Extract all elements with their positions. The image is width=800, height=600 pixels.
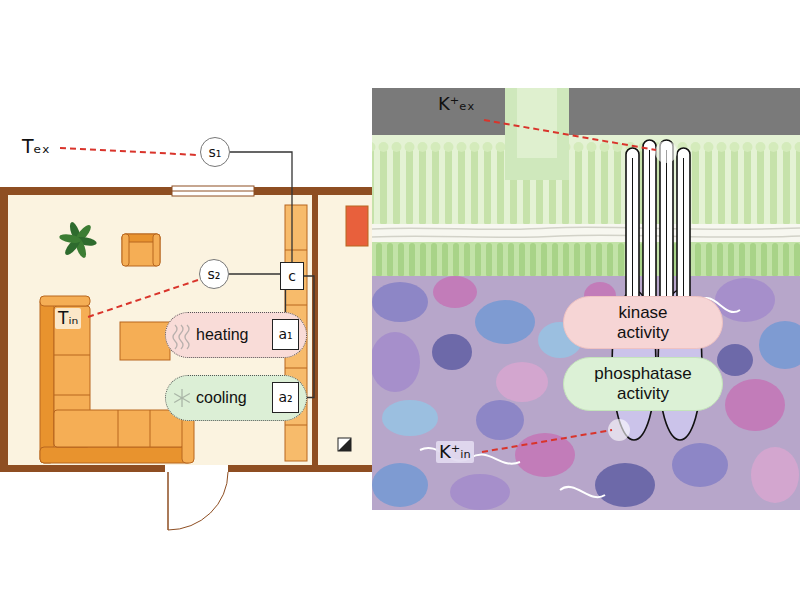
leader-lines (60, 120, 656, 452)
node-text: cooling (196, 389, 247, 407)
actuator-pill: cooling a₂ (165, 375, 307, 421)
signal-wire (229, 273, 280, 274)
node-text: c (288, 268, 296, 284)
ion-label: K⁺ᵢₙ (436, 441, 474, 463)
node-text: s₁ (209, 144, 222, 160)
inner-leaflet-proteins (372, 242, 800, 278)
window (172, 191, 254, 192)
wall (312, 195, 318, 465)
wall (228, 465, 372, 472)
wall (0, 187, 8, 472)
periplasm (372, 135, 800, 227)
periplasm-proteins (372, 135, 800, 227)
node-text: a₁ (278, 326, 292, 342)
wall (0, 187, 372, 195)
activity-pill: phosphatase activity (563, 357, 723, 411)
room-floor (8, 195, 312, 465)
signal-wire (230, 152, 292, 262)
switch-symbol (338, 438, 351, 451)
door-swing (168, 472, 228, 530)
switch-symbol (338, 438, 351, 451)
membrane-line (372, 227, 800, 229)
exterior (372, 88, 800, 138)
cytoplasm-molecules (372, 276, 800, 510)
wall (0, 465, 165, 472)
actuator-box: a₁ (272, 319, 299, 350)
cytoplasm (372, 276, 800, 510)
node-text: a₂ (278, 389, 292, 405)
node-text: kinase activity (591, 303, 695, 342)
membrane (372, 224, 800, 242)
binding-site (655, 141, 677, 163)
sensor-circle: s₁ (200, 137, 230, 167)
snowflake-icon (174, 389, 190, 407)
node-text: heating (196, 326, 249, 344)
membrane-line (372, 235, 800, 237)
ion-label: K⁺ₑₓ (438, 94, 475, 114)
armchair (122, 234, 160, 266)
plant (59, 221, 98, 259)
inner-leaflet (372, 242, 800, 278)
actuator-box: a₂ (272, 382, 299, 413)
activity-pill: kinase activity (563, 296, 723, 349)
cell-envelope (372, 88, 800, 510)
node-text: s₂ (208, 266, 221, 282)
variable-label: Tᵢₙ (55, 308, 81, 329)
actuator-pill: heating a₁ (165, 312, 307, 358)
door (167, 472, 169, 530)
sensor-circle: s₂ (199, 259, 229, 289)
controller-box: c (280, 262, 304, 290)
variable-label: Tₑₓ (22, 136, 50, 157)
room-floor (318, 195, 372, 465)
heat-icon (173, 325, 189, 349)
node-text: phosphatase activity (586, 364, 700, 403)
channel (505, 88, 569, 180)
table (120, 322, 170, 360)
window (172, 186, 254, 196)
cupboard (346, 206, 368, 246)
channel (517, 88, 557, 158)
floor-plan (0, 186, 372, 530)
